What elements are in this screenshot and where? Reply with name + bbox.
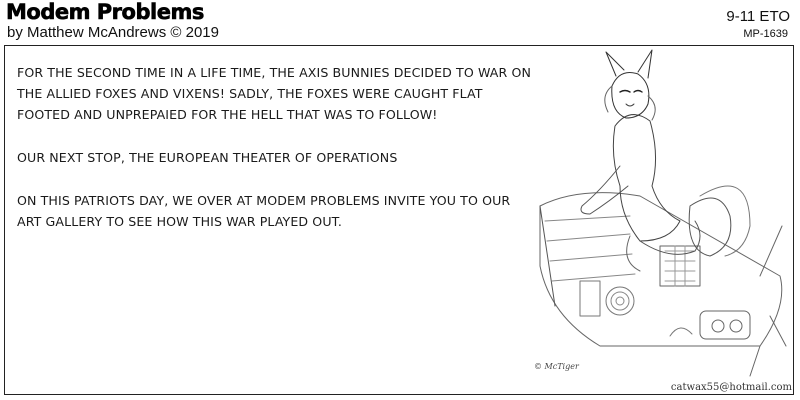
comic-panel xyxy=(4,45,794,395)
strip-id: MP-1639 xyxy=(743,28,788,40)
comic-header: Modem Problems by Matthew McAndrews © 20… xyxy=(0,0,800,46)
author-byline: by Matthew McAndrews © 2019 xyxy=(7,24,219,41)
narration-paragraph-3: ON THIS PATRIOTS DAY, WE OVER AT MODEM P… xyxy=(17,193,511,229)
artist-signature: © McTiger xyxy=(534,362,579,371)
date-code: 9-11 ETO xyxy=(726,8,790,25)
comic-title: Modem Problems xyxy=(6,0,205,24)
artist-email: catwax55@hotmail.com xyxy=(670,382,792,393)
narration-paragraph-1: FOR THE SECOND TIME IN A LIFE TIME, THE … xyxy=(17,65,532,122)
narration-text: FOR THE SECOND TIME IN A LIFE TIME, THE … xyxy=(17,62,537,232)
fox-pilot-sketch-icon xyxy=(539,49,787,377)
narration-paragraph-2: OUR NEXT STOP, THE EUROPEAN THEATER OF O… xyxy=(17,150,398,165)
